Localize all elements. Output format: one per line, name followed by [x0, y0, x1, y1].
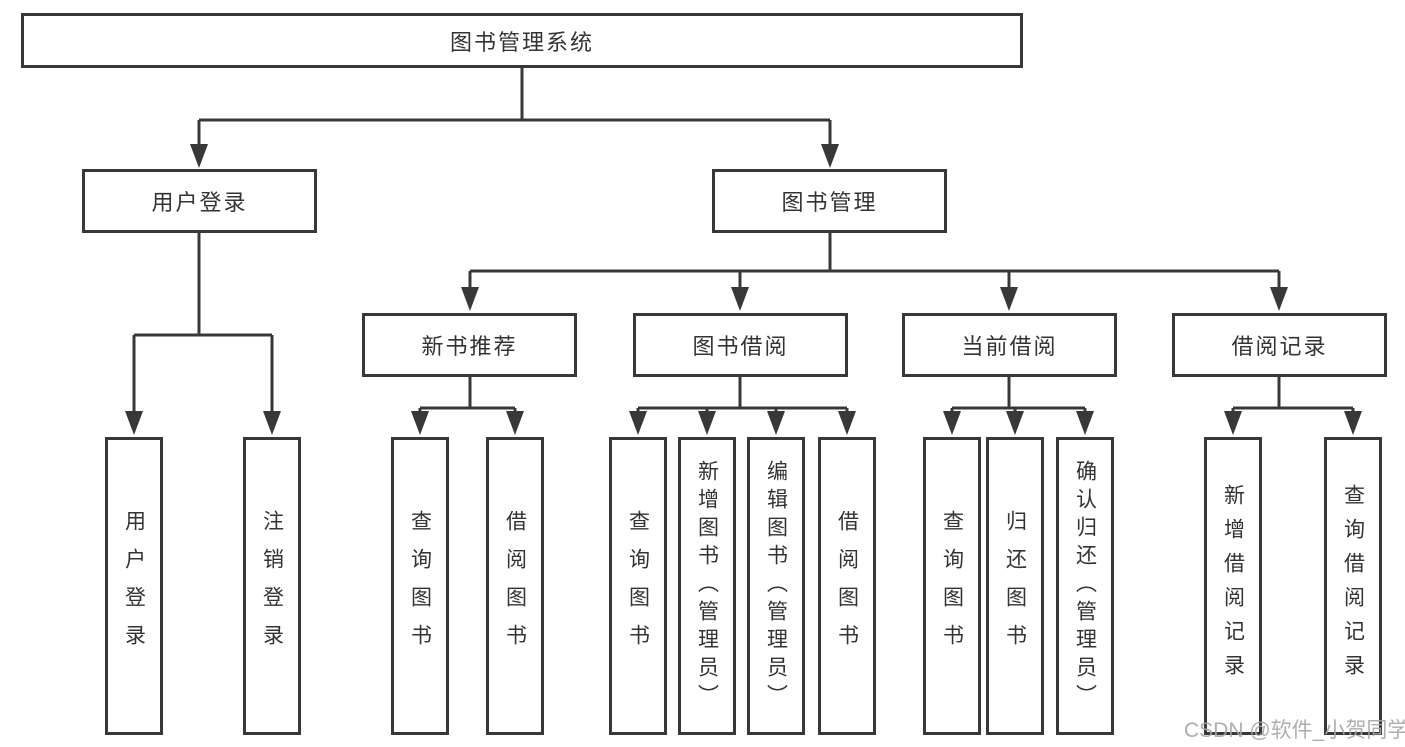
node-current-borrow: 当前借阅	[902, 313, 1117, 377]
leaf-logout-login: 注销登录	[243, 437, 301, 735]
arrowhead-icons	[125, 144, 1362, 435]
leaf-nb-borrow-books-label: 借阅图书	[503, 510, 527, 662]
leaf-logout-login-label: 注销登录	[260, 510, 284, 662]
node-book-management-label: 图书管理	[781, 190, 878, 215]
leaf-cb-return-books: 归还图书	[986, 437, 1044, 735]
node-new-book-recommend-label: 新书推荐	[421, 334, 518, 359]
leaf-nb-query-books: 查询图书	[391, 437, 449, 735]
leaf-bb-add-books-admin-label: 新增图书（管理员）	[695, 460, 719, 712]
node-borrow-records-label: 借阅记录	[1231, 334, 1328, 359]
leaf-br-add-record-label: 新增借阅记录	[1221, 484, 1245, 688]
leaf-nb-borrow-books: 借阅图书	[486, 437, 544, 735]
node-current-borrow-label: 当前借阅	[961, 334, 1058, 359]
leaf-bb-query-books: 查询图书	[609, 437, 667, 735]
node-root: 图书管理系统	[21, 13, 1023, 68]
connector-paths	[132, 68, 1355, 413]
node-root-label: 图书管理系统	[449, 29, 594, 55]
watermark: CSDN @软件_小贺同学	[1184, 719, 1405, 742]
leaf-bb-borrow-books-label: 借阅图书	[835, 510, 859, 662]
leaf-bb-edit-books-admin: 编辑图书（管理员）	[747, 437, 805, 735]
leaf-cb-confirm-return-admin-label: 确认归还（管理员）	[1073, 460, 1097, 712]
leaf-br-query-record-label: 查询借阅记录	[1341, 484, 1365, 688]
node-book-borrow: 图书借阅	[633, 313, 848, 377]
node-new-book-recommend: 新书推荐	[362, 313, 577, 377]
leaf-bb-add-books-admin: 新增图书（管理员）	[678, 437, 736, 735]
leaf-bb-edit-books-admin-label: 编辑图书（管理员）	[764, 460, 788, 712]
leaf-cb-query-books-label: 查询图书	[940, 510, 964, 662]
leaf-cb-query-books: 查询图书	[923, 437, 981, 735]
node-book-borrow-label: 图书借阅	[692, 334, 789, 359]
leaf-cb-confirm-return-admin: 确认归还（管理员）	[1056, 437, 1114, 735]
node-borrow-records: 借阅记录	[1172, 313, 1387, 377]
leaf-br-query-record: 查询借阅记录	[1324, 437, 1382, 735]
leaf-cb-return-books-label: 归还图书	[1003, 510, 1027, 662]
node-book-management: 图书管理	[712, 169, 947, 233]
leaf-user-login-label: 用户登录	[122, 510, 146, 662]
leaf-bb-query-books-label: 查询图书	[626, 510, 650, 662]
leaf-bb-borrow-books: 借阅图书	[818, 437, 876, 735]
node-user-login: 用户登录	[82, 169, 317, 233]
leaf-user-login: 用户登录	[105, 437, 163, 735]
leaf-br-add-record: 新增借阅记录	[1204, 437, 1262, 735]
leaf-nb-query-books-label: 查询图书	[408, 510, 432, 662]
node-user-login-label: 用户登录	[151, 190, 248, 215]
